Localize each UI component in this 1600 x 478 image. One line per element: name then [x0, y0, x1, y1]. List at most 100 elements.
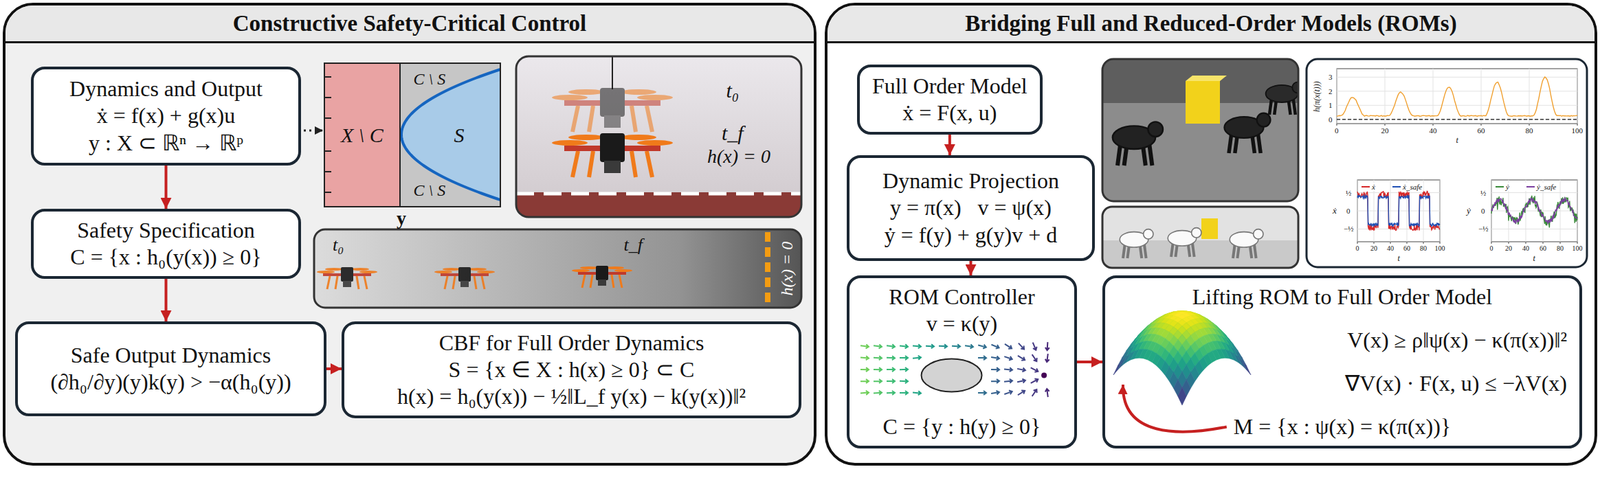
panel-header: Constructive Safety-Critical Control: [5, 5, 814, 44]
photo-robots-side: [1102, 206, 1299, 269]
axis-label: ½: [1345, 189, 1352, 198]
field-arrow: [978, 391, 987, 396]
box-equation: M = {x : ψ(x) = κ(π(x))}: [1233, 413, 1451, 441]
legend-swatch: [1361, 186, 1370, 188]
legend-item: ẏ_safe: [1525, 182, 1558, 192]
axis-label: ẏ: [1466, 206, 1471, 216]
drone: [316, 267, 378, 290]
field-arrow: [912, 344, 921, 349]
drone: [434, 267, 495, 290]
axis-tick: [1491, 241, 1493, 244]
photo-background: [1102, 59, 1299, 202]
photo-annotation: h(x) = 0: [707, 146, 771, 168]
field-arrow: [899, 344, 908, 349]
field-arrow: [1032, 389, 1038, 397]
barrier-line: [764, 232, 771, 307]
unsafe-region: [324, 63, 400, 207]
illustration: [303, 56, 802, 308]
drone-battery: [604, 160, 621, 174]
box-equation: C = {x : h₀(y(x)) ≥ 0}: [70, 243, 262, 271]
axis-tick: [1529, 123, 1530, 126]
grid-line: [1491, 210, 1578, 212]
box-equation: y = π(x) v = ψ(x): [890, 194, 1052, 222]
field-arrow: [873, 367, 882, 372]
axis-tick: [1336, 123, 1338, 126]
drone-leg: [481, 276, 485, 290]
plot-line: [1357, 191, 1440, 231]
region-label: X \ C: [340, 123, 384, 147]
photo-annotation: t_f: [721, 121, 744, 145]
propeller: [620, 134, 657, 141]
axis-label: t: [1533, 254, 1536, 264]
quadruped-robot: [1224, 113, 1271, 154]
axis-tick: [1373, 241, 1375, 244]
photo-drone-hover: [516, 56, 802, 218]
field-arrow: [964, 344, 974, 349]
lyapunov-surface: [1113, 311, 1251, 406]
field-arrow: [886, 391, 895, 396]
propeller: [351, 268, 370, 271]
legend-text: ẏ_safe: [1536, 182, 1557, 192]
field-arrow: [991, 391, 1000, 396]
plot: [1491, 180, 1578, 244]
panel: Bridging Full and Reduced-Order Models (…: [824, 2, 1598, 466]
axis-tick: [1439, 241, 1441, 244]
field-arrow: [899, 367, 908, 372]
propeller: [606, 266, 625, 270]
field-arrow: [1017, 390, 1025, 396]
axis-tick: [1432, 123, 1434, 126]
axis-tick: [324, 150, 332, 152]
floor: [516, 192, 802, 218]
plot-frame: [1336, 68, 1578, 124]
field-arrow: [886, 379, 895, 384]
obstacle: [921, 359, 983, 393]
field-arrow: [1017, 368, 1026, 373]
drone-leg: [589, 151, 594, 178]
obstacle-top: [1185, 75, 1227, 82]
field-arrow: [1004, 356, 1012, 361]
drone: [571, 265, 633, 288]
quadruped-robot: [1119, 229, 1154, 259]
axis-tick: [1577, 241, 1579, 244]
field-arrow: [860, 391, 869, 396]
axis-label: 0: [1356, 244, 1360, 253]
field-arrow: [860, 367, 869, 372]
attraction-arrow: [1123, 384, 1227, 433]
propeller: [359, 270, 378, 274]
propeller: [434, 270, 453, 274]
flow-arrow: [164, 165, 168, 209]
box-equation: ẋ = f(x) + g(x)u: [96, 102, 236, 130]
robot-head: [1257, 113, 1271, 128]
propeller: [476, 270, 495, 274]
region-label: C \ S: [413, 70, 447, 88]
grid-line: [1384, 68, 1386, 124]
drone: [551, 87, 673, 132]
field-arrow: [886, 367, 895, 372]
field-arrow: [873, 344, 882, 349]
axis-tick: [1357, 241, 1359, 244]
axis-label: −½: [1343, 224, 1354, 233]
drone-body: [458, 267, 471, 282]
field-arrow: [978, 345, 987, 350]
box-heading: Dynamics and Output: [69, 75, 263, 103]
goal-point: [1041, 373, 1047, 379]
drone-leg: [631, 151, 636, 178]
legend-item: ẋ: [1360, 182, 1377, 192]
box-heading: Lifting ROM to Full Order Model: [1192, 283, 1493, 311]
drone-leg: [631, 105, 636, 132]
field-arrow: [1030, 378, 1039, 383]
field-arrow: [912, 391, 921, 396]
field-arrow: [1030, 367, 1039, 372]
axis-tick: [324, 171, 332, 173]
grid-line: [1439, 180, 1441, 242]
box-equation: v = κ(y): [926, 310, 998, 338]
process-box: Full Order Modelẋ = F(x, u): [857, 64, 1043, 135]
propeller: [551, 140, 588, 146]
box-equation: ẋ = F(x, u): [902, 99, 997, 127]
grid-line: [1560, 180, 1561, 242]
plot-frame: [1491, 180, 1578, 242]
box-equation: S = {x ∈ X : h(x) ≥ 0} ⊂ C: [448, 356, 695, 384]
axis-tick: [1423, 241, 1425, 244]
axis-tick: [1542, 241, 1544, 244]
axis-label: t: [1456, 136, 1459, 146]
